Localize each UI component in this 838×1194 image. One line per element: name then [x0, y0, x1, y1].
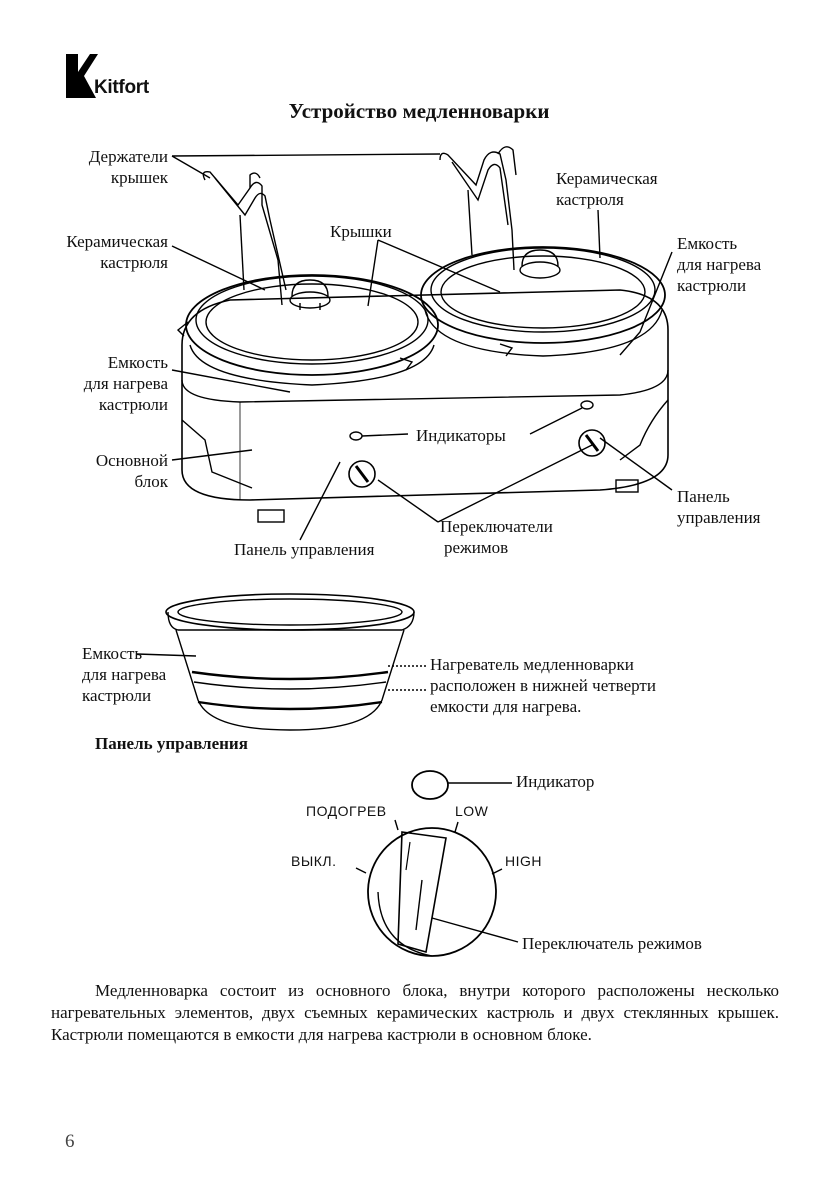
label-line: управления — [677, 508, 761, 527]
label-line: Керамическая — [66, 232, 168, 251]
control-panel-heading: Панель управления — [95, 734, 248, 753]
description-paragraph: Медленноварка состоит из основного блока… — [51, 981, 779, 1044]
lid-holders-label: Держатели крышек — [40, 146, 168, 188]
label-line: Керамическая — [556, 169, 658, 188]
heating-well-left-label: Емкость для нагрева кастрюли — [20, 352, 168, 415]
heater-note: Нагреватель медленноварки расположен в н… — [430, 654, 656, 717]
logo-mark-icon — [66, 54, 98, 98]
indicator-label: Индикатор — [516, 772, 595, 791]
label-line: кастрюля — [100, 253, 168, 272]
page-title: Устройство медленноварки — [288, 99, 550, 123]
label-line: Основной — [95, 451, 168, 470]
low-label: LOW — [455, 803, 489, 819]
control-panel-right-label: Панель управления — [677, 486, 761, 528]
label-line: кастрюли — [82, 686, 152, 705]
label-line: расположен в нижней четверти — [430, 676, 656, 695]
label-line: Держатели — [88, 147, 168, 166]
off-label: ВЫКЛ. — [291, 853, 337, 869]
label-line: Нагреватель медленноварки — [430, 655, 634, 674]
label-line: крышек — [110, 168, 168, 187]
label-line: Емкость — [107, 353, 168, 372]
ceramic-pot-left-label: Керамическая кастрюля — [20, 231, 168, 273]
lids-label: Крышки — [330, 222, 392, 241]
page-number: 6 — [65, 1131, 75, 1152]
label-line: режимов — [444, 538, 509, 557]
label-line: для нагрева — [83, 374, 168, 393]
high-label: HIGH — [505, 853, 542, 869]
heating-well-label: Емкость для нагрева кастрюли — [82, 643, 166, 706]
keep-warm-label: ПОДОГРЕВ — [306, 803, 387, 819]
control-panel-bottom-label: Панель управления — [234, 540, 375, 559]
label-line: Панель — [677, 487, 730, 506]
label-line: емкости для нагрева. — [430, 697, 582, 716]
brand-name: Kitfort — [94, 77, 149, 98]
label-line: Переключатели — [440, 517, 553, 536]
label-line: для нагрева — [677, 255, 762, 274]
mode-switch-label: Переключатель режимов — [522, 934, 702, 953]
label-line: Емкость — [82, 644, 143, 663]
label-line: блок — [134, 472, 168, 491]
label-line: кастрюля — [556, 190, 624, 209]
mode-switches-label: Переключатели режимов — [440, 516, 553, 558]
ceramic-pot-right-label: Керамическая кастрюля — [556, 168, 658, 210]
indicators-label: Индикаторы — [416, 426, 506, 445]
label-line: кастрюли — [677, 276, 747, 295]
main-unit-label: Основной блок — [40, 450, 168, 492]
kitfort-logo: Kitfort — [64, 54, 184, 100]
label-line: для нагрева — [82, 665, 167, 684]
heating-well-right-label: Емкость для нагрева кастрюли — [677, 233, 761, 296]
label-line: кастрюли — [98, 395, 168, 414]
label-line: Емкость — [677, 234, 738, 253]
